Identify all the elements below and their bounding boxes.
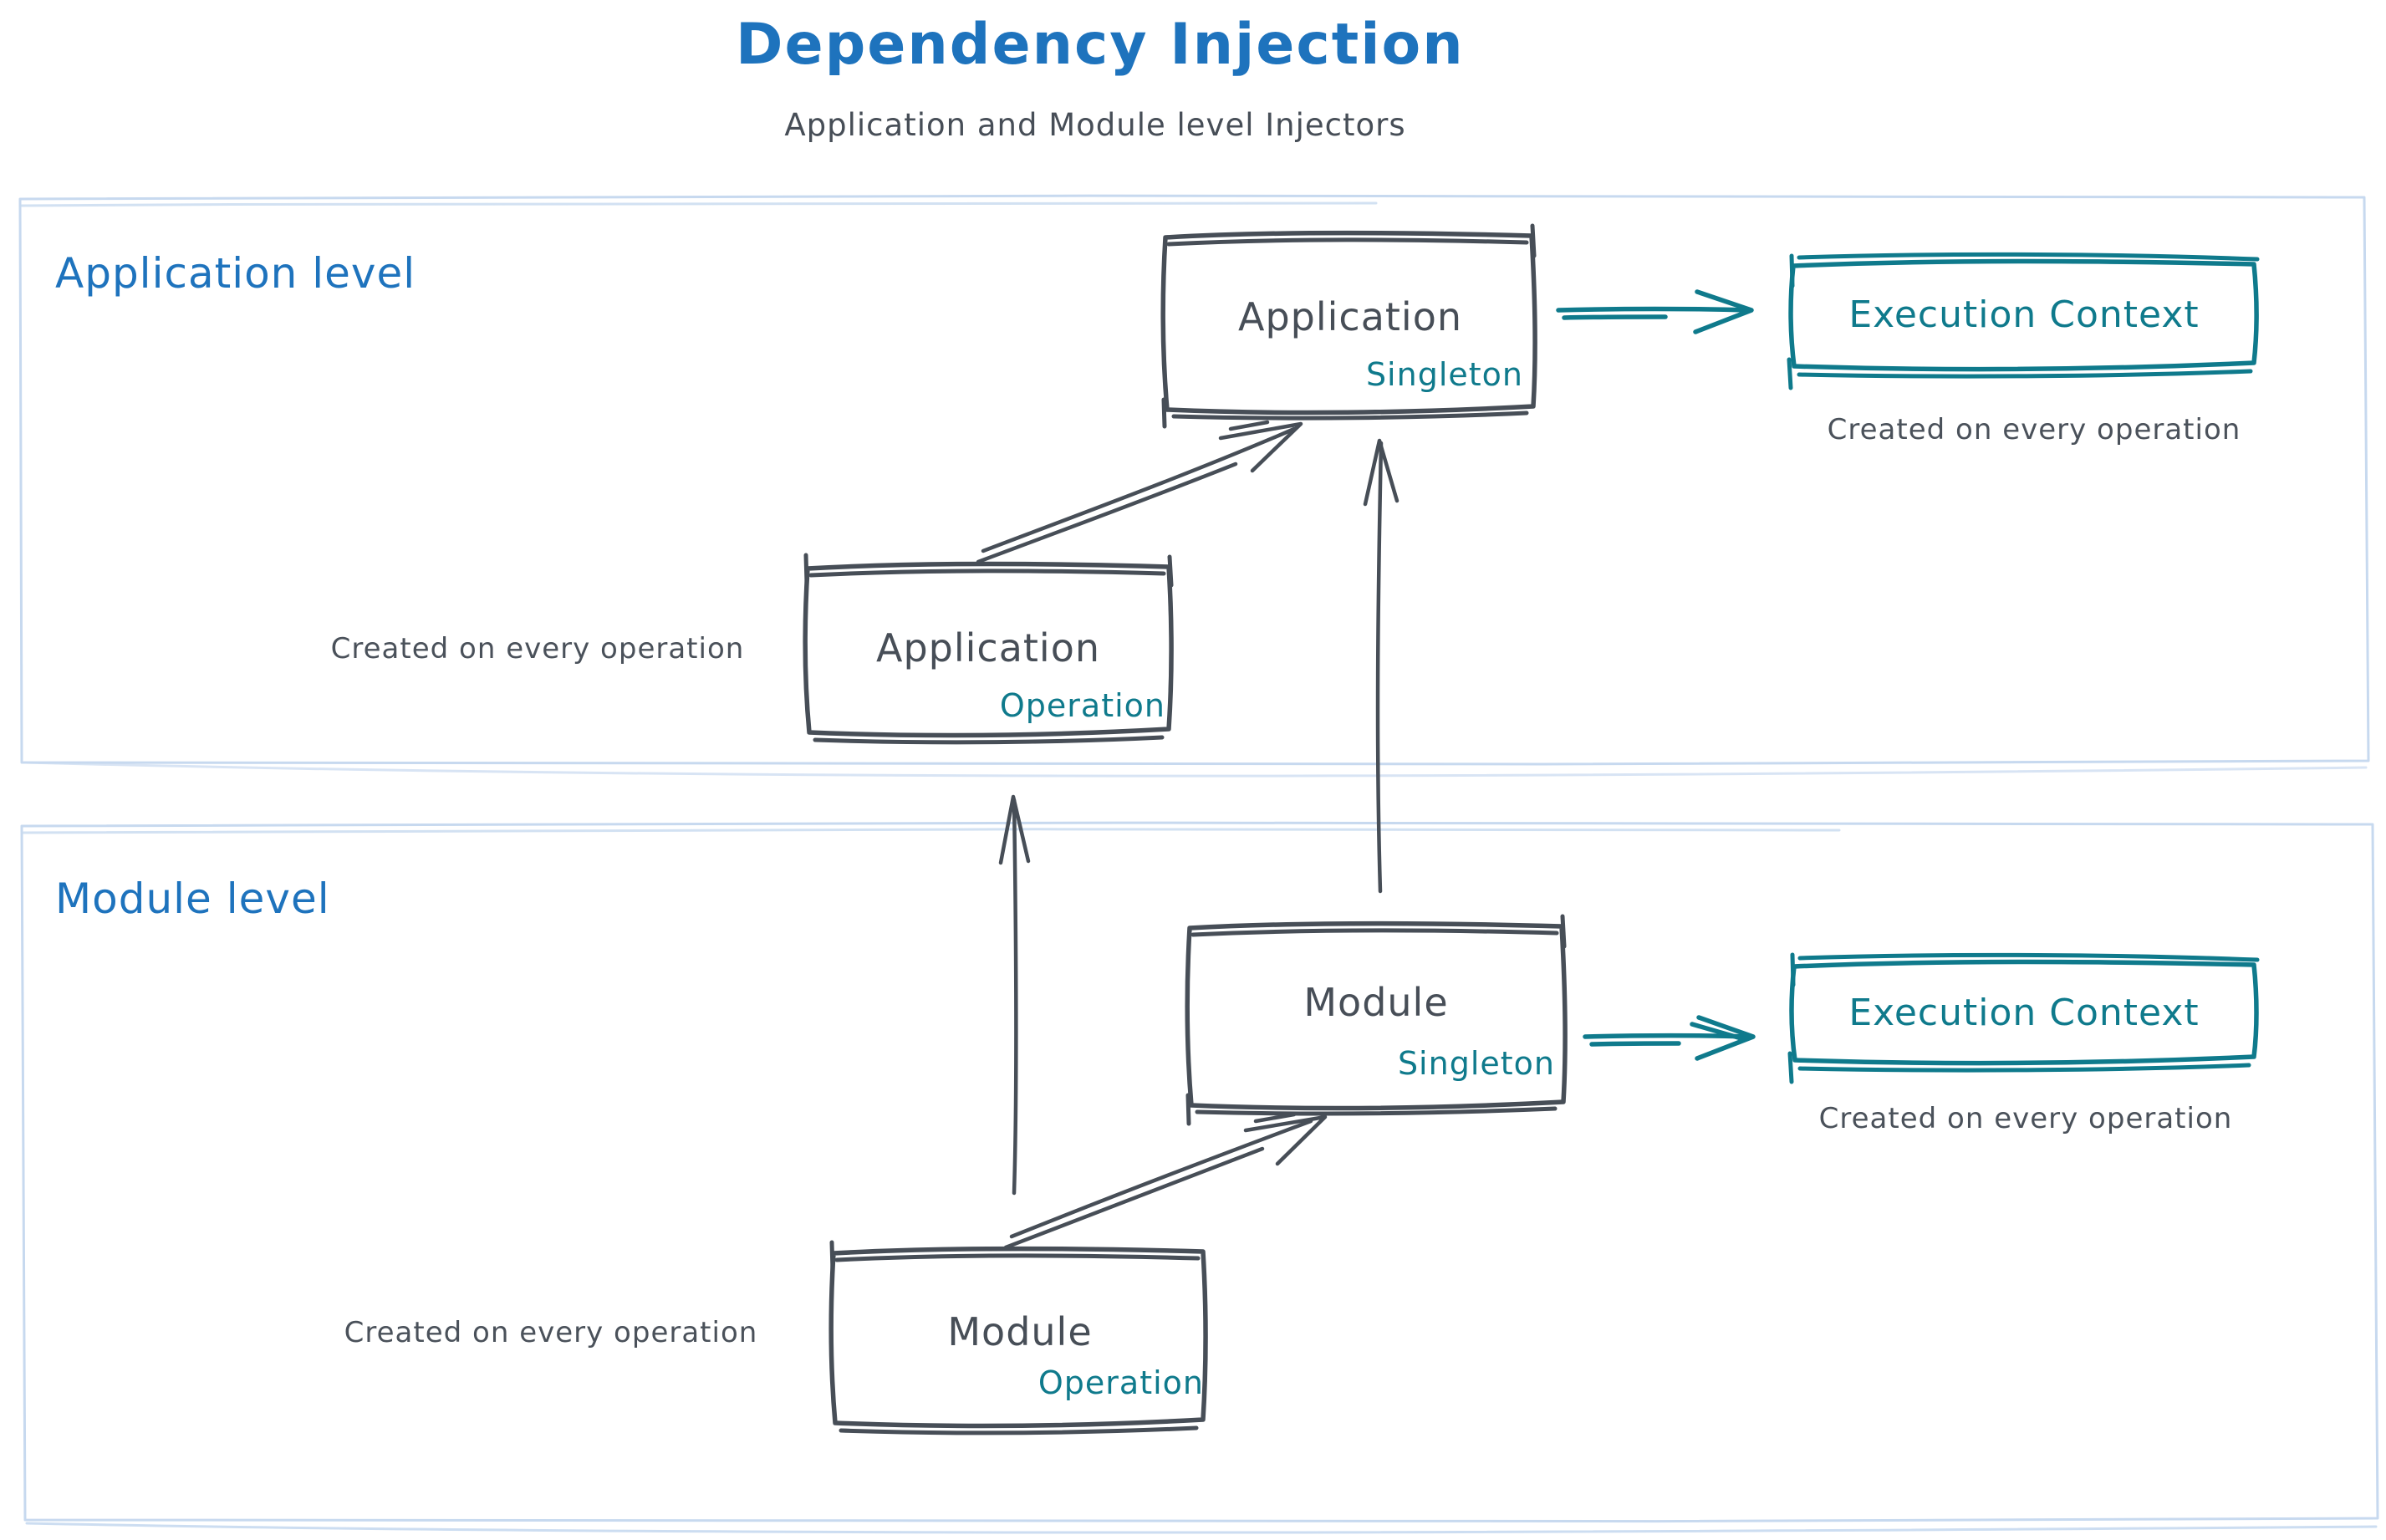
arrow-module-operation-to-module-singleton	[1003, 1112, 1328, 1250]
application-level-label: Application level	[55, 249, 416, 298]
module-operation-scope: Operation	[1038, 1364, 1204, 1401]
arrow-app-singleton-to-execution-context	[1556, 289, 1754, 334]
module-execution-context-box	[1787, 952, 2260, 1084]
module-execution-context-label: Execution Context	[1848, 992, 2200, 1034]
application-singleton-title: Application	[1237, 294, 1463, 339]
module-execution-context-note: Created on every operation	[1818, 1102, 2233, 1135]
application-operation-scope: Operation	[999, 687, 1165, 724]
app-operation-note: Created on every operation	[330, 632, 745, 665]
application-operation-title: Application	[875, 625, 1101, 671]
app-execution-context-box	[1787, 252, 2260, 390]
module-operation-note: Created on every operation	[344, 1316, 758, 1349]
app-execution-context-note: Created on every operation	[1827, 413, 2241, 446]
app-execution-context-label: Execution Context	[1848, 293, 2200, 336]
module-operation-box	[828, 1240, 1208, 1435]
module-singleton-box	[1185, 914, 1568, 1126]
module-singleton-title: Module	[1303, 980, 1449, 1025]
page-subtitle: Application and Module level Injectors	[784, 107, 1406, 143]
arrow-module-singleton-to-app-singleton	[1363, 438, 1399, 894]
module-level-label: Module level	[55, 875, 330, 923]
arrow-module-singleton-to-execution-context	[1583, 1015, 1756, 1061]
application-operation-box	[803, 553, 1174, 745]
arrow-module-operation-to-app-operation	[998, 794, 1031, 1196]
page-title: Dependency Injection	[736, 12, 1465, 78]
application-singleton-box	[1160, 223, 1537, 429]
arrow-app-operation-to-app-singleton	[976, 420, 1303, 564]
application-singleton-scope: Singleton	[1365, 356, 1523, 393]
module-singleton-scope: Singleton	[1397, 1045, 1555, 1082]
module-operation-title: Module	[947, 1309, 1093, 1354]
